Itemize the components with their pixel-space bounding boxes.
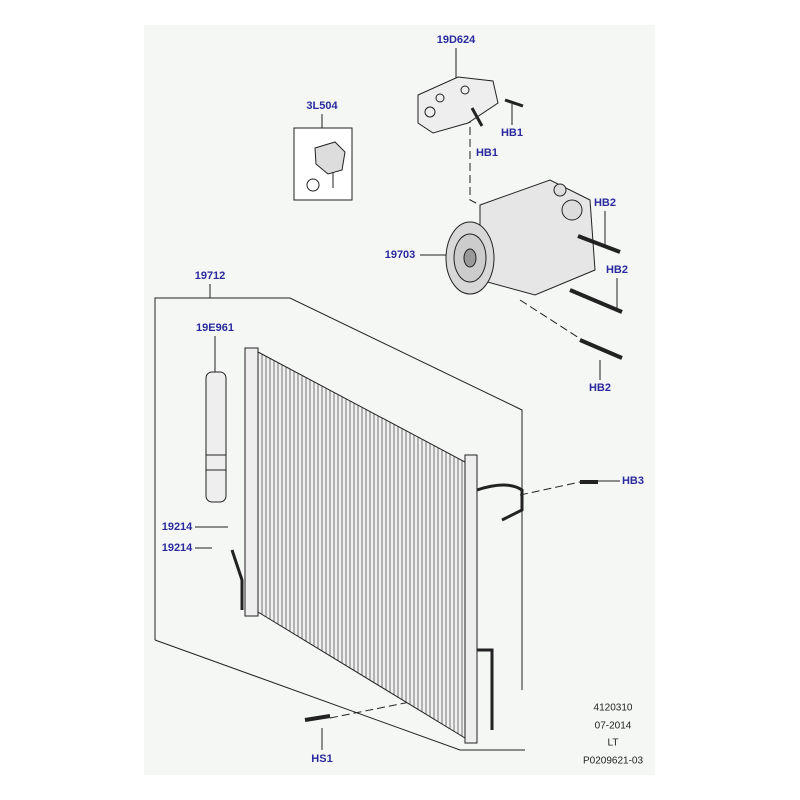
pressure-sensor bbox=[314, 141, 346, 175]
condenser-right-tank bbox=[464, 454, 478, 744]
callout-3L504[interactable]: 3L504 bbox=[306, 100, 338, 112]
callout-19D624[interactable]: 19D624 bbox=[436, 34, 476, 46]
footer-date: 07-2014 bbox=[594, 720, 632, 732]
bolt bbox=[470, 107, 484, 127]
callout-HB2[interactable]: HB2 bbox=[593, 197, 617, 209]
condenser-pipe bbox=[477, 648, 494, 730]
condenser-pipe bbox=[230, 549, 244, 610]
bolt bbox=[569, 288, 623, 314]
assembly-line bbox=[519, 481, 581, 496]
callout-19712[interactable]: 19712 bbox=[194, 270, 226, 282]
o-ring bbox=[306, 178, 320, 192]
condenser-pipe bbox=[476, 483, 524, 522]
assembly-line bbox=[469, 115, 501, 216]
callout-19703[interactable]: 19703 bbox=[384, 249, 416, 261]
footer-model: LT bbox=[607, 737, 619, 749]
callout-HS1[interactable]: HS1 bbox=[311, 753, 333, 765]
callout-HB2[interactable]: HB2 bbox=[605, 264, 629, 276]
condenser-left-tank bbox=[244, 347, 259, 617]
footer-illustration-id: P0209621-03 bbox=[582, 755, 644, 767]
callout-19E961[interactable]: 19E961 bbox=[196, 322, 234, 334]
bolt bbox=[579, 338, 623, 360]
assembly-line bbox=[329, 699, 421, 719]
bolt bbox=[504, 98, 524, 108]
bolt bbox=[304, 714, 331, 722]
callout-HB2[interactable]: HB2 bbox=[588, 382, 612, 394]
footer-code: 4120310 bbox=[593, 702, 633, 714]
assembly-line bbox=[519, 299, 591, 346]
callout-HB1[interactable]: HB1 bbox=[500, 127, 524, 139]
callout-19214[interactable]: 19214 bbox=[161, 542, 193, 554]
callout-HB1[interactable]: HB1 bbox=[475, 147, 499, 159]
receiver-drier bbox=[205, 371, 227, 503]
callout-HB3[interactable]: HB3 bbox=[621, 475, 645, 487]
ac-compressor bbox=[445, 179, 596, 296]
compressor-bracket bbox=[417, 76, 499, 134]
callout-19214[interactable]: 19214 bbox=[161, 521, 193, 533]
bolt bbox=[577, 234, 621, 254]
condenser-group-frame-bottom bbox=[154, 639, 525, 751]
